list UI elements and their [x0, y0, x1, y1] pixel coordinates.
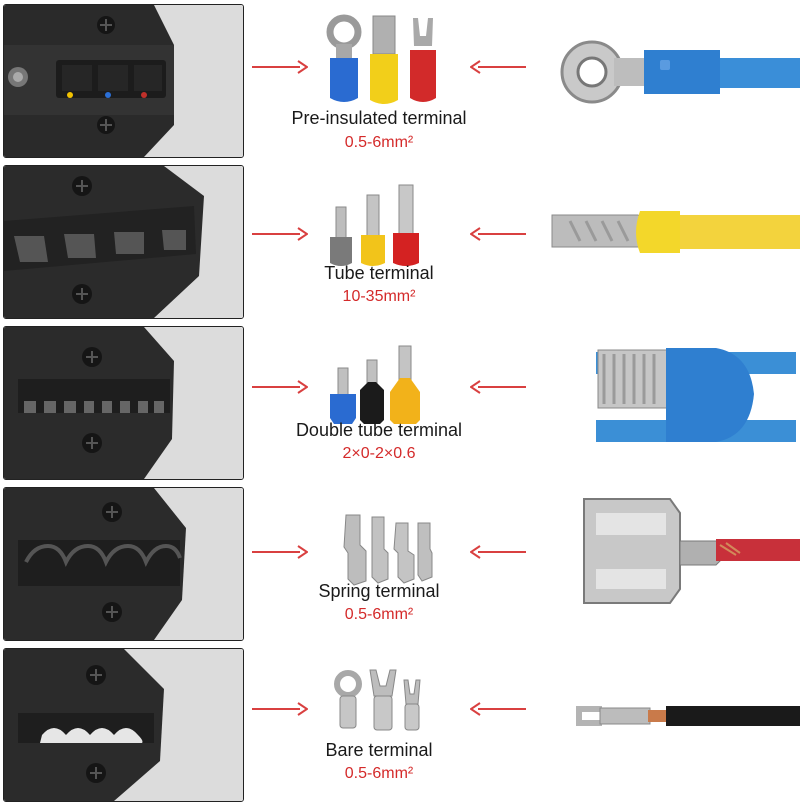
terminal-name: Bare terminal	[325, 740, 433, 760]
terminal-name: Tube terminal	[324, 263, 434, 283]
crimped-wire-photo	[540, 2, 800, 158]
terminal-row-bare: Bare terminal 0.5-6mm²	[0, 646, 800, 802]
arrow-right-icon	[252, 545, 308, 559]
crimper-jaw-image	[3, 487, 244, 641]
double-tube-terminal-icons	[268, 332, 490, 432]
crimped-wire-photo	[540, 646, 800, 802]
preinsulated-terminal-icons	[268, 10, 490, 110]
terminal-name: Pre-insulated terminal	[291, 108, 467, 128]
terminal-range: 0.5-6mm²	[344, 606, 414, 623]
tube-terminal-icons	[268, 171, 490, 271]
arrow-right-icon	[252, 380, 308, 394]
crimped-wire-photo	[540, 485, 800, 641]
crimped-wire-photo	[540, 324, 800, 480]
crimped-wire-photo	[540, 163, 800, 319]
crimper-jaw-image	[3, 648, 244, 802]
arrow-right-icon	[252, 227, 308, 241]
terminal-name: Double tube terminal	[295, 420, 463, 440]
terminal-range: 10-35mm²	[342, 288, 416, 305]
terminal-range: 2×0-2×0.6	[342, 445, 416, 462]
terminal-row-preinsulated: Pre-insulated terminal 0.5-6mm²	[0, 2, 800, 158]
crimper-jaw-image	[3, 4, 244, 158]
terminal-row-double-tube: Double tube terminal 2×0-2×0.6	[0, 324, 800, 480]
arrow-right-icon	[252, 60, 308, 74]
bare-terminal-icons	[268, 654, 490, 754]
arrow-left-icon	[470, 545, 526, 559]
terminal-range: 0.5-6mm²	[344, 765, 414, 782]
arrow-left-icon	[470, 227, 526, 241]
spring-terminal-icons	[268, 493, 490, 593]
arrow-left-icon	[470, 60, 526, 74]
crimper-jaw-image	[3, 326, 244, 480]
arrow-left-icon	[470, 702, 526, 716]
terminal-range: 0.5-6mm²	[344, 134, 414, 151]
arrow-left-icon	[470, 380, 526, 394]
terminal-name: Spring terminal	[318, 581, 440, 601]
arrow-right-icon	[252, 702, 308, 716]
terminal-row-spring: Spring terminal 0.5-6mm²	[0, 485, 800, 641]
terminal-row-tube: Tube terminal 10-35mm²	[0, 163, 800, 319]
crimper-jaw-image	[3, 165, 244, 319]
